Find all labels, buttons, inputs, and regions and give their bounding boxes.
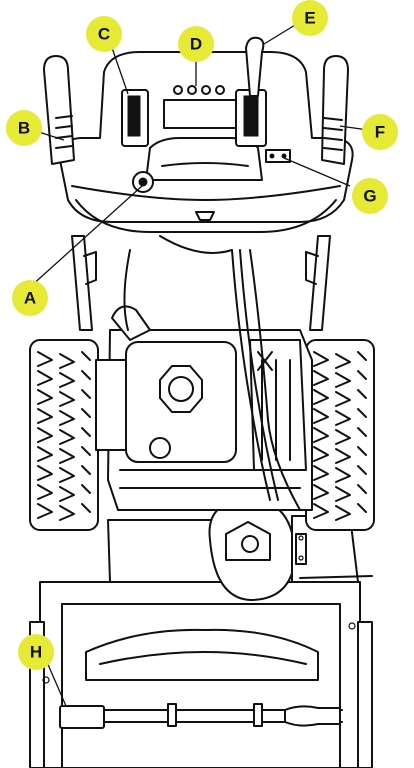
- right-tire: [305, 339, 375, 531]
- tire-tread-lug: [313, 484, 367, 502]
- svg-text:H: H: [30, 643, 42, 662]
- tire-tread-lug: [313, 389, 367, 407]
- tire-tread-lug: [313, 465, 367, 483]
- tire-tread-lug: [37, 370, 91, 388]
- callout-h: H: [18, 634, 54, 670]
- svg-text:B: B: [18, 119, 30, 138]
- tire-tread-lug: [37, 427, 91, 445]
- left-handlebar-grip: [43, 55, 75, 165]
- svg-text:G: G: [363, 187, 376, 206]
- tire-tread-lug: [37, 389, 91, 407]
- tire-tread-lug: [313, 503, 367, 521]
- handle-frame: [71, 235, 331, 331]
- control-cables: [123, 235, 301, 511]
- auger-housing: [29, 581, 373, 768]
- tire-tread-lug: [313, 446, 367, 464]
- callout-a: A: [12, 280, 48, 316]
- chute-assembly: [107, 499, 373, 601]
- tire-tread-lug: [37, 408, 91, 426]
- tire-tread-lug: [313, 427, 367, 445]
- tire-tread-lug: [37, 351, 91, 369]
- svg-text:E: E: [304, 9, 315, 28]
- callout-f: F: [362, 114, 398, 150]
- tire-tread-lug: [37, 503, 91, 521]
- tire-tread-lug: [37, 484, 91, 502]
- svg-text:D: D: [190, 35, 202, 54]
- engine: [95, 305, 313, 511]
- svg-text:A: A: [24, 289, 36, 308]
- callout-d: D: [178, 26, 214, 62]
- tire-tread-lug: [313, 351, 367, 369]
- callout-b: B: [6, 110, 42, 146]
- left-tire: [29, 339, 99, 531]
- drift-cutter-rod: [59, 703, 343, 729]
- svg-text:C: C: [98, 25, 110, 44]
- tire-tread-lug: [313, 408, 367, 426]
- svg-text:F: F: [375, 123, 385, 142]
- callout-c: C: [86, 16, 122, 52]
- tire-tread-lug: [313, 370, 367, 388]
- tire-tread-lug: [37, 465, 91, 483]
- callout-g: G: [352, 178, 388, 214]
- right-handlebar-grip: [321, 55, 349, 165]
- callout-e: E: [292, 0, 328, 36]
- tire-tread-lug: [37, 446, 91, 464]
- control-panel: [58, 36, 354, 233]
